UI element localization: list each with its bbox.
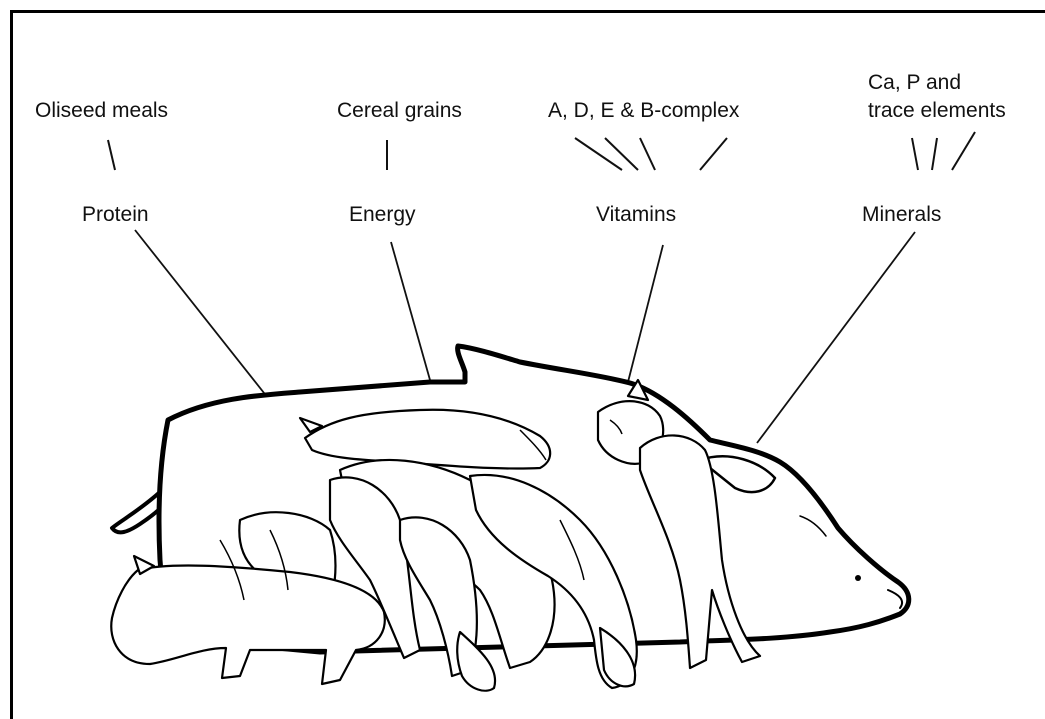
connector-mineral-1 xyxy=(912,138,918,170)
pointer-vitamins xyxy=(628,245,663,382)
pointer-minerals xyxy=(757,232,915,443)
piglet-lying-left xyxy=(111,566,385,684)
connector-mineral-2 xyxy=(932,138,937,170)
pointer-energy xyxy=(391,242,430,380)
connector-oilseed xyxy=(108,140,115,170)
pointer-protein xyxy=(135,230,268,398)
connector-vitamin-2 xyxy=(605,138,638,170)
connector-mineral-3 xyxy=(952,132,975,170)
connector-vitamin-4 xyxy=(700,138,727,170)
sow-eye xyxy=(855,575,861,581)
source-connector-lines xyxy=(108,132,975,170)
connector-vitamin-3 xyxy=(640,138,655,170)
connector-vitamin-1 xyxy=(575,138,622,170)
